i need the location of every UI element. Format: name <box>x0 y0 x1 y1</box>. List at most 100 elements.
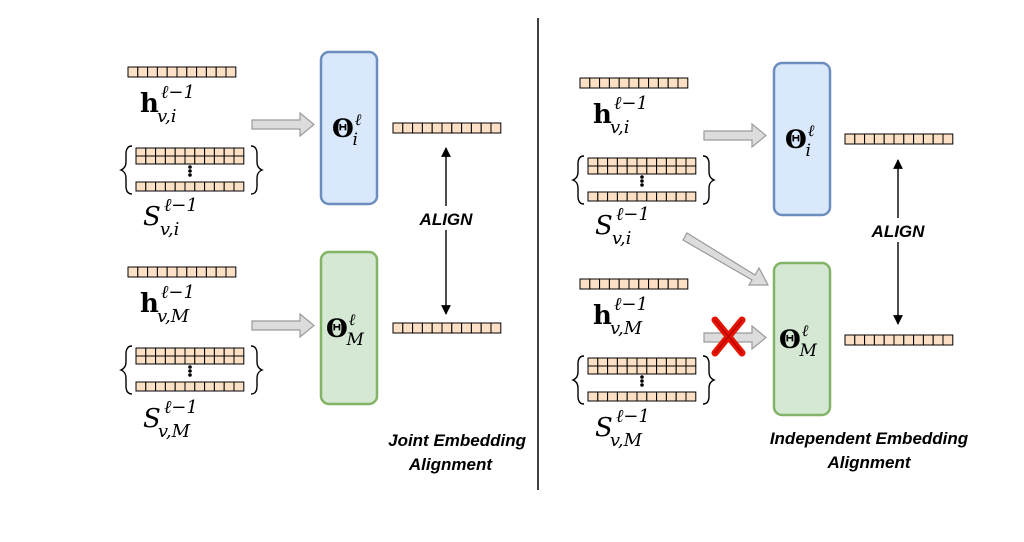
vector-cell <box>854 133 866 145</box>
brace <box>571 355 585 405</box>
vector-cell <box>135 181 147 192</box>
vector-cell <box>135 381 147 392</box>
vector-cell <box>145 381 157 392</box>
caption-line-2: Alignment <box>408 455 493 474</box>
vector-cell <box>656 391 667 402</box>
vector-cell <box>164 355 176 365</box>
vector-cell <box>127 266 139 278</box>
vector-cell <box>636 357 648 367</box>
align-label: ALIGN <box>419 210 474 229</box>
h-m-vector <box>127 266 237 278</box>
vector-cell <box>597 165 609 175</box>
vector-cell <box>137 266 149 278</box>
vector-cell <box>636 391 648 402</box>
vector-cell <box>461 122 472 134</box>
theta-i-box <box>319 50 379 206</box>
vector-cell <box>616 391 628 402</box>
vector-cell <box>618 77 630 89</box>
brace <box>250 145 264 195</box>
vector-cell <box>215 66 227 78</box>
vector-cell <box>685 191 697 202</box>
brace <box>250 345 264 395</box>
vector-cell <box>164 155 176 165</box>
vector-cell <box>665 157 677 167</box>
vector-cell <box>607 157 618 167</box>
vector-cell <box>579 278 591 290</box>
vector-cell <box>184 381 196 392</box>
vector-cell <box>636 157 648 167</box>
vector-cell <box>932 334 944 346</box>
ellipsis-dot <box>640 375 644 379</box>
vector-cell <box>135 347 147 357</box>
vector-cell <box>628 278 640 290</box>
vector-cell <box>155 155 166 165</box>
caption-line-1: Joint Embedding <box>388 431 527 450</box>
brace <box>119 145 133 195</box>
output-i-vector <box>392 122 502 134</box>
vector-cell <box>589 77 601 89</box>
brace <box>702 155 716 205</box>
vector-cell <box>176 266 188 278</box>
vector-cell <box>597 157 609 167</box>
vector-cell <box>421 122 433 134</box>
vector-cell <box>145 347 157 357</box>
vector-cell <box>421 322 433 334</box>
caption-line-1: Independent Embedding <box>770 429 969 448</box>
vector-cell <box>470 322 482 334</box>
vector-cell <box>618 278 630 290</box>
vector-cell <box>646 165 658 175</box>
vector-cell <box>646 357 658 367</box>
vector-cell <box>194 381 206 392</box>
align-label: ALIGN <box>871 222 926 241</box>
vector-cell <box>164 347 176 357</box>
vector-cell <box>480 122 492 134</box>
theta-i-box <box>772 61 832 217</box>
caption-line-2: Alignment <box>826 453 911 472</box>
vector-cell <box>607 357 618 367</box>
s-i-stack <box>571 155 716 205</box>
vector-cell <box>155 381 166 392</box>
vector-cell <box>844 334 856 346</box>
vector-cell <box>656 165 667 175</box>
vector-cell <box>608 77 620 89</box>
vector-cell <box>864 133 875 145</box>
vector-cell <box>174 155 186 165</box>
ellipsis-dot <box>640 183 644 187</box>
vector-cell <box>147 66 158 78</box>
vector-cell <box>626 391 638 402</box>
h-i-vector <box>579 77 689 89</box>
vector-cell <box>587 365 599 375</box>
vector-cell <box>636 165 648 175</box>
ellipsis-dot <box>188 165 192 169</box>
vector-cell <box>205 266 217 278</box>
vector-cell <box>638 77 650 89</box>
vector-cell <box>665 365 677 375</box>
vector-cell <box>174 381 186 392</box>
vector-cell <box>893 334 905 346</box>
vector-cell <box>155 347 166 357</box>
vector-cell <box>646 391 658 402</box>
vector-cell <box>204 347 215 357</box>
vector-cell <box>184 155 196 165</box>
vector-cell <box>646 157 658 167</box>
vector-cell <box>412 322 423 334</box>
vector-cell <box>656 191 667 202</box>
vector-cell <box>490 322 502 334</box>
vector-cell <box>233 181 245 192</box>
vector-cell <box>597 391 609 402</box>
vector-cell <box>135 147 147 157</box>
vector-cell <box>166 266 178 278</box>
vector-cell <box>213 381 225 392</box>
vector-cell <box>685 157 697 167</box>
vector-cell <box>675 165 687 175</box>
vector-cell <box>646 191 658 202</box>
s-m-stack <box>571 355 716 405</box>
vector-cell <box>587 391 599 402</box>
vector-cell <box>223 147 235 157</box>
vector-cell <box>145 147 157 157</box>
